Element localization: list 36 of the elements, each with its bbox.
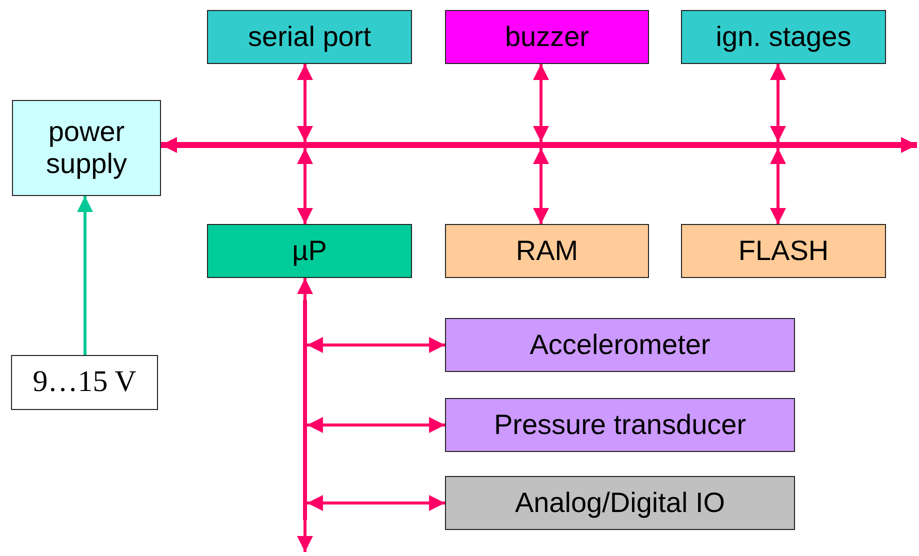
block-box	[681, 10, 886, 64]
arrow	[307, 337, 445, 353]
block-label: Analog/Digital IO	[514, 486, 726, 520]
block-label: power supply	[45, 116, 128, 180]
arrow	[297, 148, 313, 224]
block-label: serial port	[248, 20, 371, 54]
arrow	[533, 148, 549, 224]
block-box	[12, 100, 161, 196]
block-label: Pressure transducer	[494, 408, 746, 442]
block-label: Accelerometer	[530, 328, 710, 362]
block-label: 9…15 V	[32, 365, 136, 400]
arrow	[307, 417, 445, 433]
block-box	[445, 10, 649, 64]
block-label: buzzer	[504, 20, 590, 54]
block-box	[445, 476, 795, 530]
block-box	[207, 224, 412, 278]
block-label: FLASH	[738, 234, 829, 268]
block-box	[207, 10, 412, 64]
arrow	[307, 495, 445, 511]
arrow	[770, 148, 786, 224]
arrow	[297, 64, 313, 142]
arrow	[161, 137, 196, 153]
block-label: RAM	[516, 234, 578, 268]
block-box	[445, 318, 795, 372]
block-box	[445, 224, 649, 278]
arrow	[533, 64, 549, 142]
arrow	[77, 196, 93, 355]
voltage-box	[11, 355, 158, 410]
arrow	[886, 137, 917, 153]
block-box	[445, 398, 795, 452]
block-box	[681, 224, 886, 278]
block-label: ign. stages	[716, 20, 852, 54]
block-label: µP	[292, 234, 327, 268]
arrow	[770, 64, 786, 142]
arrow	[297, 520, 313, 552]
arrow	[297, 278, 313, 300]
